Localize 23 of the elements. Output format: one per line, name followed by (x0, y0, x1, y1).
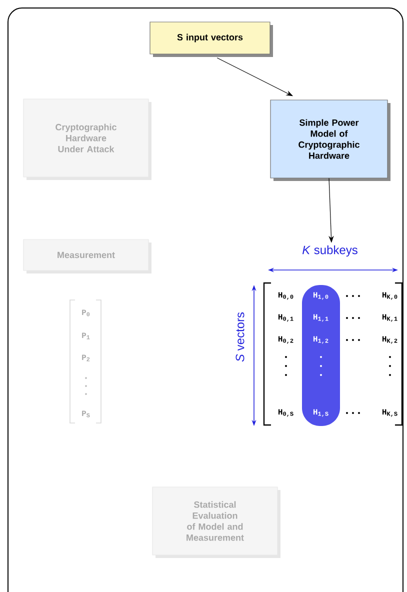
matrix-entry: H$_{0,1}$ (278, 314, 294, 322)
process-box: Statistical Evaluation of Model and Measurement (152, 486, 280, 558)
matrix-entry: H$_{0,2}$ (278, 336, 294, 344)
matrix-entry: H$_{1,S}$ (313, 409, 328, 417)
process-box: Cryptographic Hardware Under Attack (23, 98, 152, 180)
matrix-entry: H$_{0,S}$ (278, 409, 294, 417)
axis-label: S vectors (236, 312, 244, 362)
vector-entry: P$_{0}$ (82, 310, 90, 316)
matrix-entry: H$_{0,0}$ (278, 292, 294, 300)
axis-label: K subkeys (302, 245, 358, 257)
vector-entry: P$_{1}$ (82, 332, 90, 340)
matrix-entry: H$_{K,S}$ (382, 409, 398, 417)
matrix-entry: H$_{K,0}$ (382, 292, 398, 300)
matrix-entry: H$_{K,2}$ (382, 336, 398, 344)
matrix-entry: H$_{1,1}$ (313, 314, 328, 322)
matrix-entry: H$_{1,2}$ (313, 336, 328, 344)
process-box: S input vectors (150, 22, 273, 57)
matrix-entry: H$_{1,0}$ (313, 292, 328, 300)
vector-entry: P$_{S}$ (82, 410, 90, 418)
process-box: Simple Power Model of Cryptographic Hardware (270, 100, 390, 181)
process-box: Measurement (23, 239, 152, 274)
matrix-entry: H$_{K,1}$ (382, 314, 398, 322)
vector-entry: P$_{2}$ (82, 354, 90, 362)
